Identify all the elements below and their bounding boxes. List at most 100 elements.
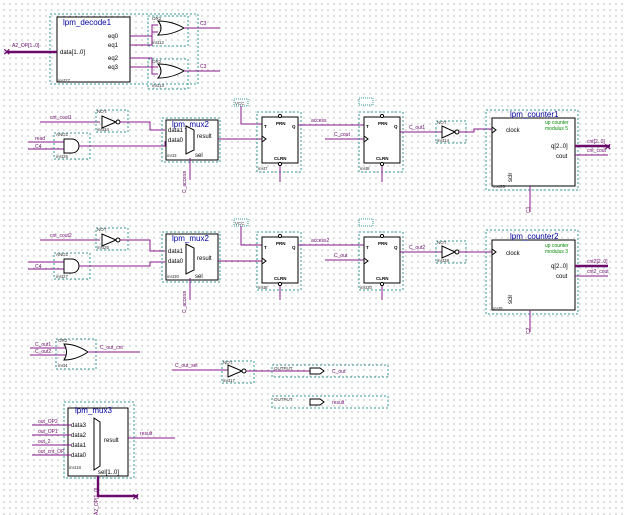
decoder-block[interactable]: lpm_decode1 data[1..0] eq0 eq1 eq2 eq3 i…: [49, 13, 199, 85]
decoder-in-port: data[1..0]: [60, 50, 85, 56]
row2-counter-inst: inst9: [493, 306, 503, 311]
row1-access-signal: access: [311, 118, 327, 124]
row1-mux-sel: sel: [195, 153, 203, 159]
row2-dff1[interactable]: PRN CLRN T Q inst8: [256, 231, 302, 291]
row1-counter[interactable]: lpm_counter1 clock up counter modulus 5 …: [485, 109, 579, 191]
row2-counter-q-signal: cnt2[2..0]: [587, 259, 608, 265]
row2-dff2-inst: inst30: [360, 285, 373, 290]
row1-cout-signal: C_cout: [334, 132, 350, 138]
row1-mux-inst: inst3: [167, 153, 177, 158]
row1-counter-inst: inst36: [493, 184, 506, 189]
row1-not-in-signal: cnt_cout1: [50, 115, 72, 121]
or-gate-top[interactable]: OR2 inst12: [147, 15, 189, 47]
output-pin-2[interactable]: OUTPUT result: [271, 395, 389, 409]
or-block-label: OR2: [58, 338, 68, 343]
svg-text:T: T: [264, 124, 267, 129]
or-block-gate[interactable]: OR2 inst4: [55, 338, 97, 370]
or-top-out-signal: C3: [200, 21, 207, 27]
mux3-sel-pin-icon[interactable]: ✕: [132, 492, 140, 502]
mux3-title: lpm_mux3: [75, 406, 112, 415]
row1-dff1[interactable]: PRN CLRN T Q inst7: [256, 111, 302, 173]
row1-sel-signal: C_access: [182, 171, 188, 193]
output-pin-1[interactable]: OUTPUT C_out: [271, 364, 389, 378]
or-block-in2: C_out2: [35, 349, 51, 355]
mux3-in-signal-1: out_OP1: [38, 429, 58, 435]
row2-out1-signal: C_out2: [409, 245, 425, 251]
row1-output-pin-icon[interactable]: ✕: [604, 142, 612, 152]
row1-dff2-inst: inst8: [360, 166, 370, 171]
mux3-sel-signal: A2_OP[1..0]: [94, 487, 100, 515]
row2-mux-in1: data1: [168, 249, 184, 255]
row2-not2-label: NOT: [437, 240, 447, 245]
or-top-label: OR2: [152, 16, 162, 21]
row1-dff1-pre: PRN: [276, 121, 286, 126]
row1-not-gate[interactable]: NOT inst24: [95, 109, 129, 133]
row2-counter-sclr: sclr: [508, 295, 514, 304]
row2-not-label: NOT: [97, 227, 107, 232]
row1-dff1-clr: CLRN: [274, 156, 287, 161]
row2-counter-cout-signal: cnt2_cout: [587, 269, 609, 275]
or-top-inst: inst12: [152, 40, 165, 45]
row1-counter-sclr: sclr: [508, 173, 514, 182]
or-bottom-label: OR2: [152, 59, 162, 64]
input-pin-icon[interactable]: ✕: [3, 47, 11, 57]
row1-vcc: VCC: [233, 98, 249, 107]
row2-not-inst: inst26: [97, 245, 110, 250]
output1-signal: C_out: [332, 369, 346, 375]
row1-mux[interactable]: lpm_mux2 data1 data0 result sel inst3: [161, 117, 221, 163]
row2-and-in2: C4: [35, 264, 42, 270]
decoder-out-eq2: eq2: [108, 56, 119, 62]
row2-counter[interactable]: lpm_counter2 clock up counter modulus 3 …: [485, 229, 579, 315]
mux3-in-data0: data0: [71, 453, 87, 459]
row2-not2-inst: inst28: [437, 258, 450, 263]
mux3-in-signal-3: out_cnt_OP: [38, 449, 65, 455]
row2-not-gate[interactable]: NOT inst26: [95, 227, 129, 251]
row1-dff2-clr: CLRN: [376, 156, 389, 161]
row1-counter-clock: clock: [506, 128, 521, 134]
row2-counter-modulus: modulus 3: [545, 249, 568, 255]
svg-text:Q: Q: [292, 245, 296, 250]
row2-mux-out: result: [197, 256, 212, 262]
row2-dff1-pre: PRN: [276, 241, 286, 246]
row2-vcc: VCC: [233, 218, 249, 227]
row2-sel-signal: C_access: [182, 291, 188, 313]
row1-counter-cout-signal: cnt_cout: [587, 148, 607, 154]
or-block-out: C_out_cnt: [100, 345, 123, 351]
or-gate-bottom[interactable]: OR2 inst13: [147, 58, 189, 90]
or-bottom-inst: inst13: [152, 83, 165, 88]
mux3-block[interactable]: lpm_mux3 data3 data2 data1 data0 result …: [63, 401, 135, 479]
output2-label: OUTPUT: [274, 397, 293, 402]
row1-mux-out: result: [197, 134, 212, 140]
decoder-input-signal: A2_OP[1..0]: [12, 43, 40, 49]
row2-mux[interactable]: lpm_mux2 data1 data0 result sel inst30: [161, 231, 221, 283]
row1-and-label: AND2: [56, 132, 69, 137]
mux3-sel: sel[1..0]: [98, 470, 119, 476]
row2-mux-title: lpm_mux2: [172, 234, 209, 243]
row1-counter-modulus: modulus 5: [545, 126, 568, 132]
decoder-title: lpm_decode1: [63, 18, 112, 27]
row2-counter-q: q[2..0]: [551, 264, 568, 270]
decoder-inst: inst27: [58, 78, 71, 83]
row1-vcc2: [358, 97, 374, 106]
row1-dff2[interactable]: PRN CLRN T Q inst8: [358, 111, 404, 173]
row2-counter-clock: clock: [506, 251, 521, 257]
output-not-gate[interactable]: NOT inst17: [221, 360, 255, 384]
row1-and-in1: read: [35, 136, 45, 142]
row2-and-label: AND2: [56, 252, 69, 257]
decoder-out-eq0: eq0: [108, 34, 119, 40]
row1-and-in2: C4: [35, 144, 42, 150]
row2-counter-mode: up counter: [545, 243, 569, 249]
row1-not2-inst: inst14: [437, 138, 450, 143]
row2-vcc-label: VCC: [235, 221, 245, 226]
row2-dff1-clr: CLRN: [274, 276, 287, 281]
row1-mux-title: lpm_mux2: [172, 120, 209, 129]
row2-dff2-pre: PRN: [378, 241, 388, 246]
svg-text:Q: Q: [394, 245, 398, 250]
row2-dff2[interactable]: PRN CLRN T Q inst30: [358, 231, 404, 291]
or-bottom-out-signal: C3: [200, 64, 207, 70]
row1-dff1-inst: inst7: [258, 166, 268, 171]
mux3-in-signal-0: out_OP2: [38, 419, 58, 425]
row2-clr-signal: C2: [526, 327, 532, 334]
output-not-label: NOT: [223, 360, 233, 365]
